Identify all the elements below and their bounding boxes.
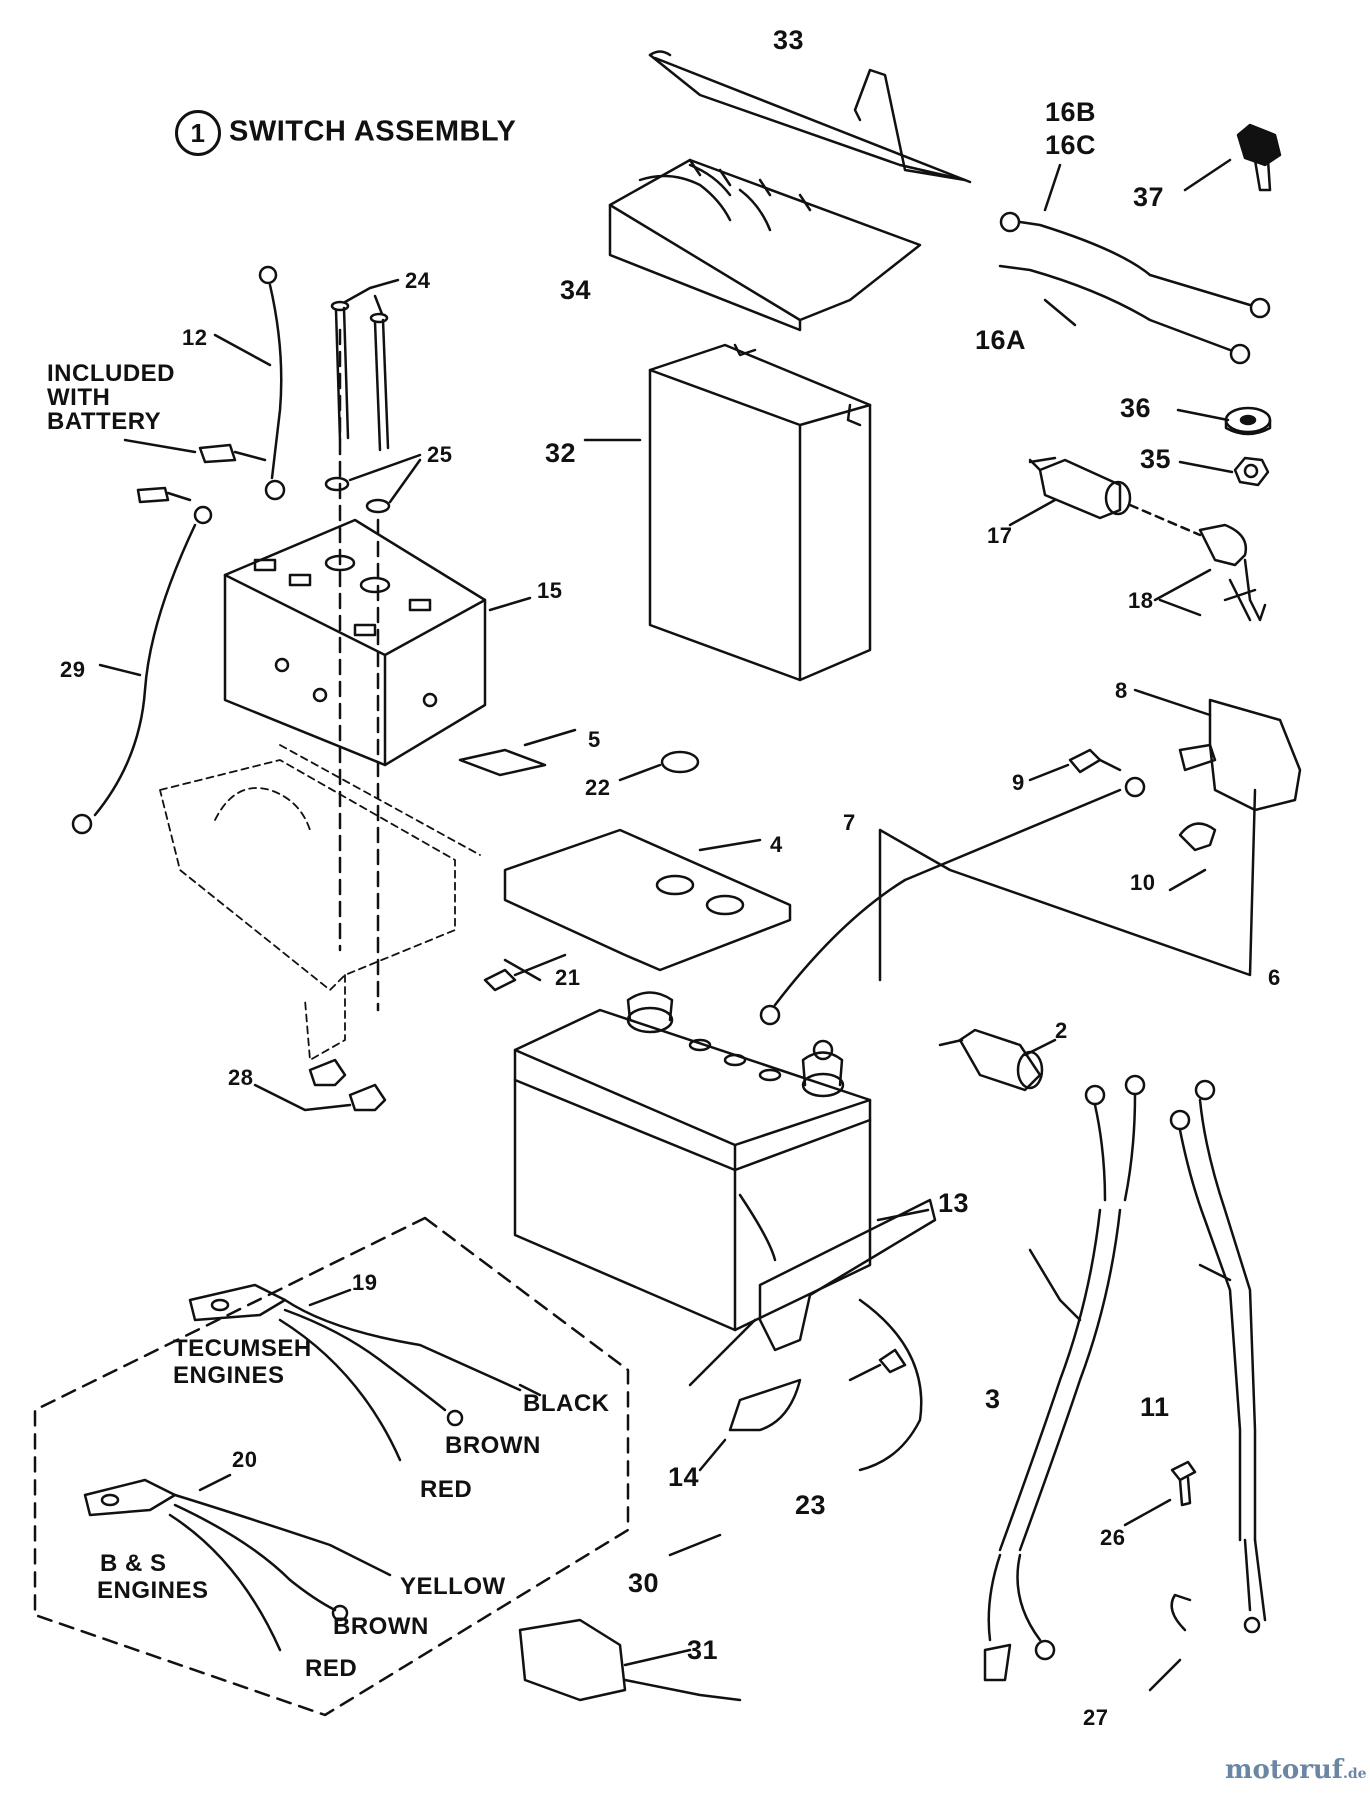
callout-31: 31 xyxy=(687,1635,719,1665)
callout-14: 14 xyxy=(668,1462,700,1492)
battery-holder xyxy=(223,328,532,1012)
callout-11: 11 xyxy=(1140,1392,1170,1422)
bolt-37 xyxy=(1183,123,1282,192)
callout-28: 28 xyxy=(228,1065,254,1090)
terminal-bolts xyxy=(123,438,267,504)
harness-11 xyxy=(1148,1079,1267,1692)
harness-3 xyxy=(983,1074,1146,1682)
callout-6: 6 xyxy=(1268,965,1281,990)
callout-16b: 16B xyxy=(1045,97,1097,127)
note-line-2: WITH xyxy=(47,384,111,411)
connector-20 xyxy=(83,1473,392,1652)
callout-9: 9 xyxy=(1012,770,1025,795)
title-text: SWITCH ASSEMBLY xyxy=(229,115,517,148)
callout-22: 22 xyxy=(585,775,611,800)
callout-16c: 16C xyxy=(1045,130,1097,160)
plate-assembly xyxy=(458,728,792,992)
callout-33: 33 xyxy=(773,25,805,55)
callout-24: 24 xyxy=(405,268,431,293)
harness-31 xyxy=(518,1618,742,1702)
callout-27: 27 xyxy=(1083,1705,1109,1730)
callout-19: 19 xyxy=(352,1270,378,1295)
note-line-3: BATTERY xyxy=(47,408,162,435)
callout-3: 3 xyxy=(985,1384,1001,1414)
tecumseh-wire-brown: BROWN xyxy=(445,1432,541,1459)
bs-title-1: B & S xyxy=(100,1550,167,1577)
callout-10: 10 xyxy=(1130,870,1156,895)
callout-16a: 16A xyxy=(975,325,1027,355)
screw-26 xyxy=(1123,1460,1197,1527)
callout-2: 2 xyxy=(1055,1018,1068,1043)
callout-13: 13 xyxy=(938,1188,970,1218)
callout-15: 15 xyxy=(537,578,563,603)
washer-nut xyxy=(1176,406,1272,487)
callout-20: 20 xyxy=(232,1447,258,1472)
callout-30: 30 xyxy=(628,1568,660,1598)
tecumseh-wire-red: RED xyxy=(420,1476,473,1503)
callout-35: 35 xyxy=(1140,444,1172,474)
battery-hold-down-rod xyxy=(648,50,972,184)
watermark-brand: motoruf xyxy=(1225,1755,1343,1785)
tecumseh-title-1: TECUMSEH xyxy=(173,1335,312,1362)
engine-group-box xyxy=(33,1216,630,1717)
battery-box xyxy=(583,343,872,682)
note-line-1: INCLUDED xyxy=(47,360,175,387)
connector-19 xyxy=(188,1283,542,1462)
battery-13 xyxy=(513,991,930,1332)
washers-25 xyxy=(324,453,422,514)
bs-wire-red: RED xyxy=(305,1655,358,1682)
callout-12: 12 xyxy=(182,325,208,350)
wire-leads-16 xyxy=(998,163,1271,365)
callout-8: 8 xyxy=(1115,678,1128,703)
battery-cover xyxy=(608,158,922,332)
bolts-strap xyxy=(213,265,400,501)
callout-5: 5 xyxy=(588,727,601,752)
callout-32: 32 xyxy=(545,438,577,468)
ignition-switch xyxy=(1008,456,1267,622)
callout-21: 21 xyxy=(555,965,581,990)
cable-29 xyxy=(71,505,213,835)
callout-7: 7 xyxy=(843,810,856,835)
hold-down-bracket xyxy=(668,1198,937,1557)
tecumseh-wire-black: BLACK xyxy=(523,1390,610,1417)
watermark-tld: .de xyxy=(1343,1766,1367,1782)
callout-17: 17 xyxy=(987,523,1013,548)
clips-28 xyxy=(253,1058,387,1112)
callout-4: 4 xyxy=(770,832,783,857)
tecumseh-title-2: ENGINES xyxy=(173,1362,285,1389)
callout-34: 34 xyxy=(560,275,592,305)
bs-title-2: ENGINES xyxy=(97,1577,209,1604)
positive-cable xyxy=(759,688,1302,1026)
callout-25: 25 xyxy=(427,442,453,467)
callout-26: 26 xyxy=(1100,1525,1126,1550)
watermark-logo: motoruf.de xyxy=(1225,1755,1367,1785)
bs-wire-yellow: YELLOW xyxy=(400,1573,506,1600)
mounting-tray xyxy=(159,744,481,1061)
callout-36: 36 xyxy=(1120,393,1152,423)
callout-18: 18 xyxy=(1128,588,1154,613)
callout-29: 29 xyxy=(60,657,86,682)
callout-23: 23 xyxy=(795,1490,827,1520)
callout-37: 37 xyxy=(1133,182,1165,212)
bs-wire-brown: BROWN xyxy=(333,1613,429,1640)
title-circle-number: 1 xyxy=(175,110,221,156)
switch-2 xyxy=(938,1028,1057,1092)
